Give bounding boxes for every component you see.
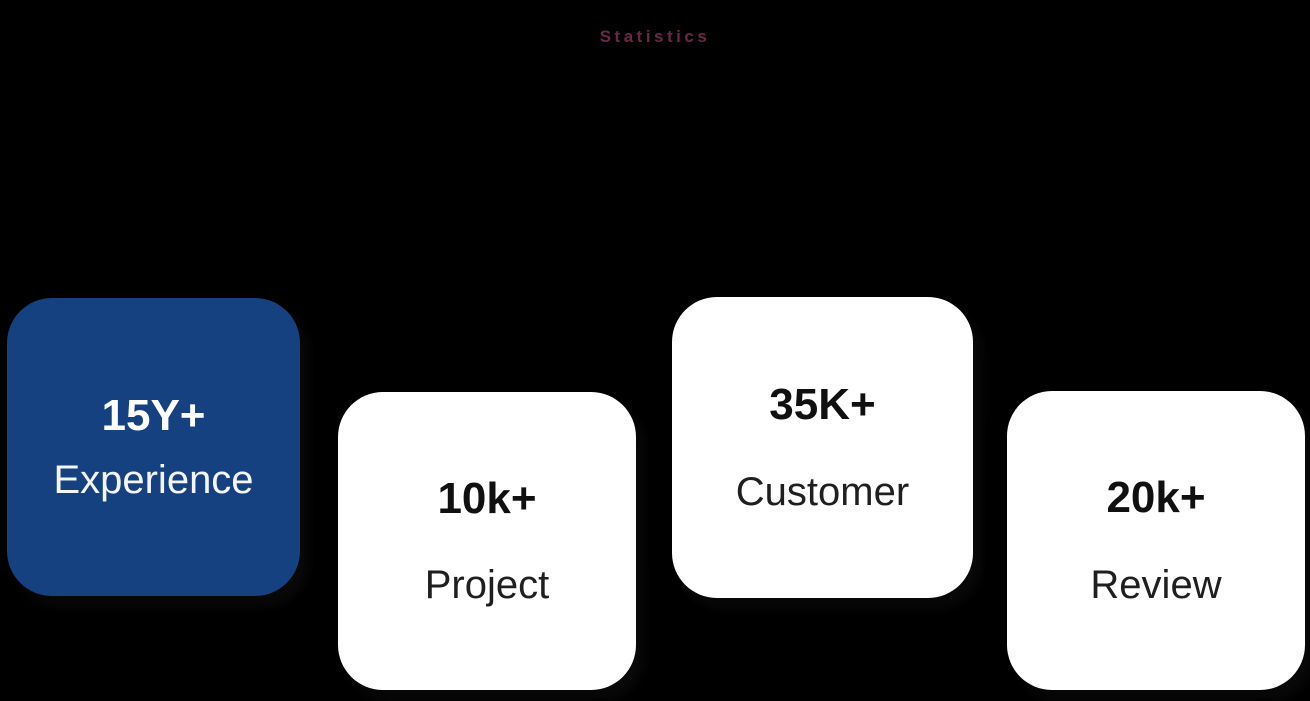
stat-card-experience: 15Y+ Experience [7, 298, 300, 596]
section-label: Statistics [599, 27, 711, 46]
stat-value-review: 20k+ [1106, 473, 1206, 523]
stat-value-project: 10k+ [437, 473, 537, 523]
stat-card-project: 10k+ Project [338, 392, 636, 690]
stat-label-project: Project [424, 563, 550, 608]
stat-value-customer: 35K+ [769, 380, 876, 430]
stat-label-experience: Experience [53, 458, 254, 503]
stat-value-experience: 15Y+ [101, 390, 206, 440]
stat-label-review: Review [1090, 562, 1222, 607]
stat-card-customer: 35K+ Customer [672, 297, 973, 598]
stat-card-review: 20k+ Review [1007, 391, 1305, 690]
stat-label-customer: Customer [735, 469, 910, 514]
